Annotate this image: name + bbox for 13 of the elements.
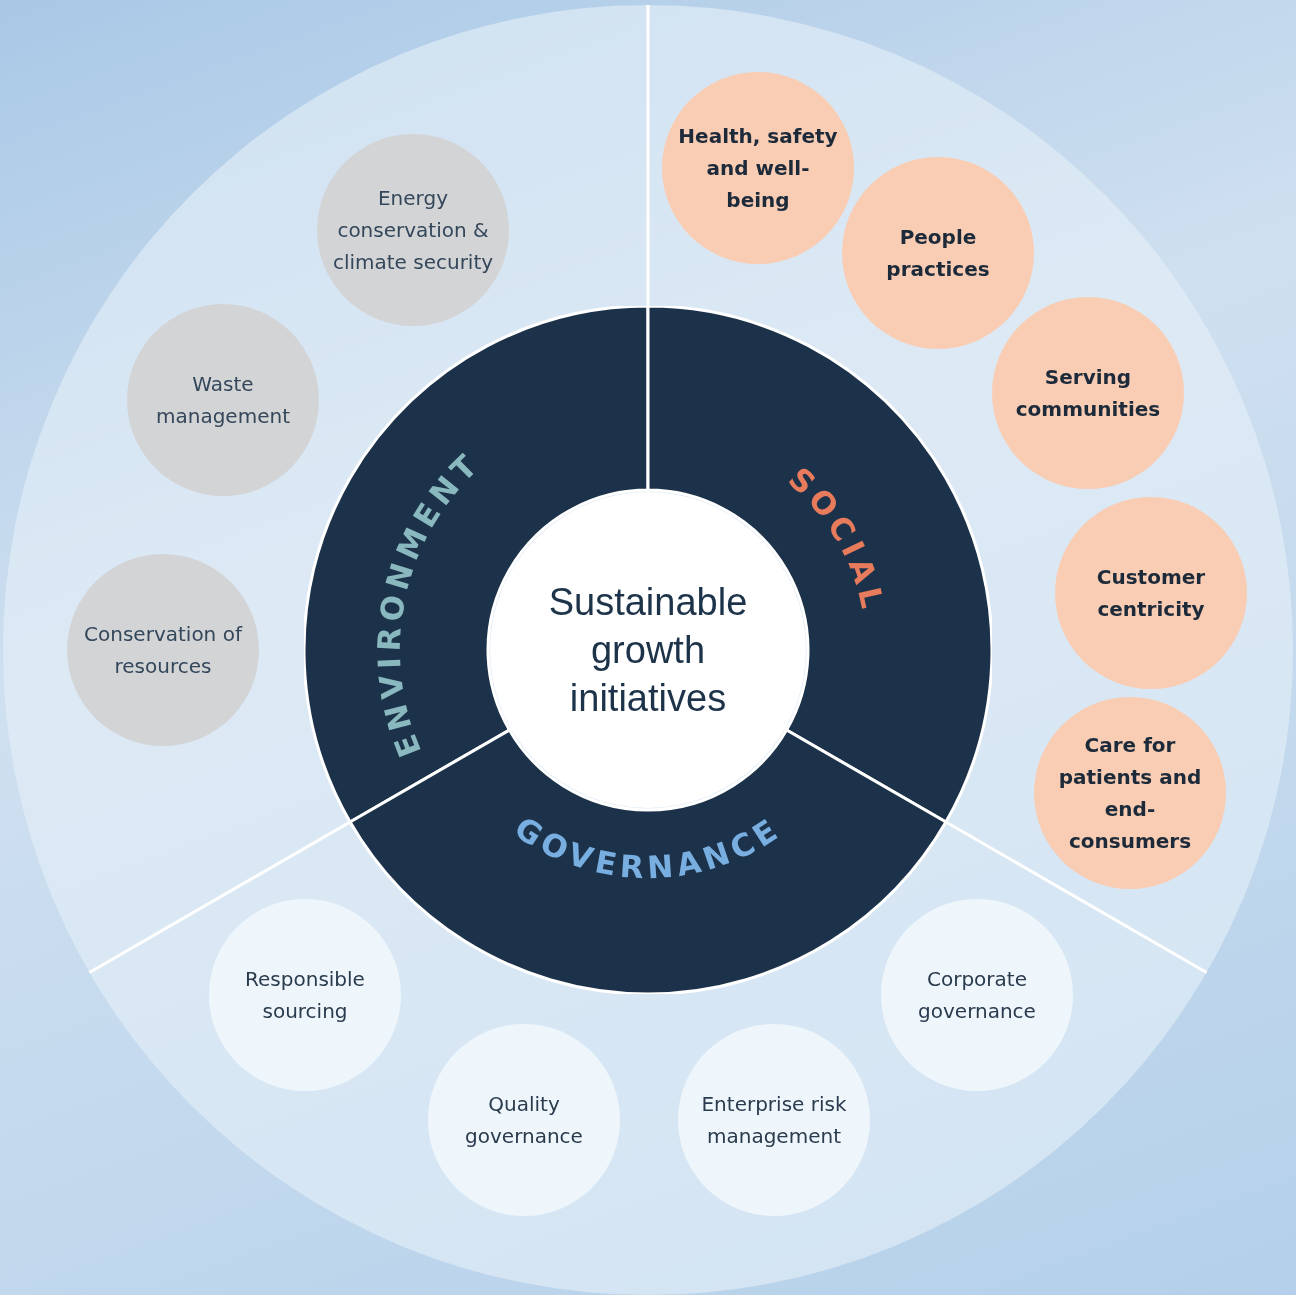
- topic-label: Care for patients and end-consumers: [1057, 732, 1203, 855]
- topic-label: Enterprise risk management: [700, 1091, 848, 1150]
- topic-label: Energy conservation & climate security: [331, 185, 495, 276]
- topic-label: Quality governance: [464, 1091, 584, 1150]
- topic-label: Corporate governance: [917, 966, 1037, 1025]
- topic-label: Responsible sourcing: [244, 966, 366, 1025]
- topic-label: Health, safety and well-being: [677, 123, 839, 214]
- topic-label: Waste management: [155, 371, 291, 430]
- center-title: Sustainable growth initiatives: [547, 580, 749, 721]
- topic-label: People practices: [885, 224, 991, 283]
- topic-label: Conservation of resources: [83, 621, 244, 680]
- topic-label: Serving communities: [1014, 364, 1162, 423]
- topic-label: Customer centricity: [1095, 564, 1207, 623]
